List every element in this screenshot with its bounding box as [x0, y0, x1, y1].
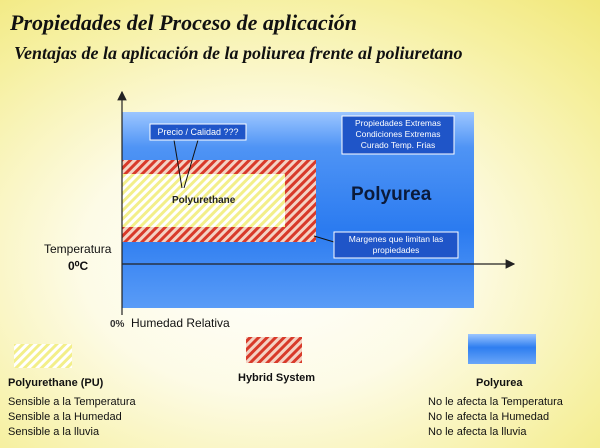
legend-label-polyurea: Polyurea	[476, 377, 523, 389]
extreme-line: Propiedades Extremas	[355, 118, 441, 128]
y-axis-label: Temperatura	[44, 242, 112, 256]
price-quality-text: Precio / Calidad ???	[157, 127, 238, 137]
polyurea-note: No le afecta la Temperatura	[428, 396, 563, 408]
price-callout-pointer-left	[173, 139, 183, 189]
extreme-line: Curado Temp. Frias	[361, 140, 435, 150]
zero-degree-label: 0⁰C	[68, 259, 88, 273]
price-callout-pointer-right	[183, 139, 199, 189]
margins-callout-pointer	[313, 235, 335, 243]
polyurethane-region	[122, 174, 285, 227]
legend-label-polyurethane: Polyurethane (PU)	[8, 377, 104, 389]
page-title: Propiedades del Proceso de aplicación	[10, 10, 358, 35]
page-subtitle: Ventajas de la aplicación de la poliurea…	[14, 43, 463, 63]
pu-note: Sensible a la lluvia	[8, 426, 100, 438]
margins-callout	[333, 231, 459, 259]
margins-line: propiedades	[373, 245, 420, 255]
polyurethane-label: Polyurethane	[172, 195, 236, 206]
extreme-line: Condiciones Extremas	[355, 129, 440, 139]
legend-swatch-hybrid	[246, 337, 302, 363]
x-axis-label: Humedad Relativa	[131, 316, 230, 330]
legend-label-hybrid: Hybrid System	[238, 372, 316, 384]
margins-line: Margenes que limitan las	[349, 234, 444, 244]
legend-swatch-polyurea	[468, 334, 536, 364]
polyurea-label: Polyurea	[351, 184, 432, 205]
extreme-callout	[341, 115, 455, 155]
origin-label: 0%	[110, 319, 125, 330]
polyurea-note: No le afecta la Humedad	[428, 411, 550, 423]
legend-swatch-polyurethane	[14, 344, 72, 368]
price-quality-callout	[149, 123, 247, 141]
pu-note: Sensible a la Humedad	[8, 411, 122, 423]
polyurea-note: No le afecta la lluvia	[428, 426, 527, 438]
pu-note: Sensible a la Temperatura	[8, 396, 136, 408]
